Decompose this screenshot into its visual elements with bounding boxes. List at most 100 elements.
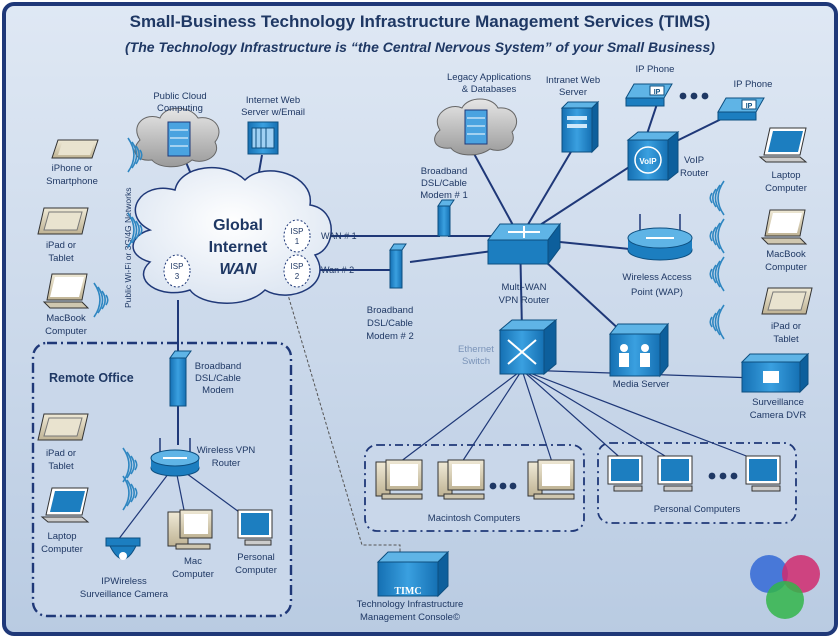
wireless-waves-icon <box>127 137 143 173</box>
legacy-apps-icon <box>434 98 517 156</box>
dvr-icon <box>740 352 810 394</box>
global-internet-cloud: Global Internet WAN ISP 1 ISP 2 ISP 3 <box>132 166 332 304</box>
isp2-num: 2 <box>295 272 300 281</box>
svg-text:IP: IP <box>654 89 661 96</box>
ipad-left-label-2: Tablet <box>48 253 74 264</box>
wireless-waves-icon <box>709 180 725 216</box>
ipad-left-icon <box>37 207 89 235</box>
ipad-left-label-1: iPad or <box>46 240 76 251</box>
modem1-label-3: Modem # 1 <box>420 190 468 201</box>
public-cloud-label-2: Computing <box>157 103 203 114</box>
remote-office-title: Remote Office <box>49 371 134 385</box>
macbook-left-label-1: MacBook <box>46 313 86 324</box>
ip-phone-2-label: IP Phone <box>734 79 773 90</box>
iphone-label-1: iPhone or <box>52 163 93 174</box>
isp3-num: 3 <box>175 272 180 281</box>
public-wifi-label: Public Wi-Fi or 3G/4G Networks <box>123 188 133 308</box>
macbook-right-label-1: MacBook <box>766 249 806 260</box>
svg-text:IP: IP <box>746 103 753 110</box>
remote-pc-label-1: Personal <box>237 552 275 563</box>
ellipsis-phones <box>679 92 709 100</box>
legacy-apps-label-1: Legacy Applications <box>447 72 531 83</box>
remote-laptop-label-1: Laptop <box>47 531 76 542</box>
remote-laptop-icon <box>40 487 90 523</box>
intranet-server-label-2: Server <box>559 87 587 98</box>
macbook-left-icon <box>42 273 90 309</box>
pc-group-label: Personal Computers <box>654 504 741 515</box>
wireless-waves-icon <box>122 475 138 511</box>
voip-router-label-1: VoIP <box>684 155 704 166</box>
dvr-label-1: Surveillance <box>752 397 804 408</box>
page-title: Small-Business Technology Infrastructure… <box>130 12 711 31</box>
remote-mac-label-1: Mac <box>184 556 202 567</box>
laptop-right-icon <box>758 127 808 163</box>
ip-phone-1-icon: IP <box>625 83 673 107</box>
cloud-line3: WAN <box>219 261 257 278</box>
remote-camera-label-2: Surveillance Camera <box>80 589 169 600</box>
wireless-waves-icon <box>709 304 725 340</box>
ipad-right-label-1: iPad or <box>771 321 801 332</box>
isp1-label: ISP <box>291 227 304 236</box>
timc-console-icon: TIMC <box>376 550 450 598</box>
page-subtitle: (The Technology Infrastructure is “the C… <box>125 39 715 55</box>
iphone-icon <box>51 139 99 159</box>
wap-label-2: Point (WAP) <box>631 287 683 298</box>
timc-label-1: Technology Infrastructure <box>357 599 464 610</box>
ip-phone-2-icon: IP <box>717 97 765 121</box>
public-cloud-label-1: Public Cloud <box>153 91 206 102</box>
remote-vpn-router-label-1: Wireless VPN <box>197 445 256 456</box>
modem2-label-3: Modem # 2 <box>366 331 414 342</box>
mac-computers-icons <box>375 459 575 500</box>
laptop-right-label-2: Computer <box>765 183 807 194</box>
remote-office-panel <box>31 341 293 618</box>
timc-label-2: Management Console© <box>360 612 460 623</box>
modem1-label-1: Broadband <box>421 166 467 177</box>
isp2-label: ISP <box>291 262 304 271</box>
remote-pc-label-2: Computer <box>235 565 277 576</box>
voip-router-label-2: Router <box>680 168 709 179</box>
remote-modem-icon <box>169 350 192 407</box>
laptop-right-label-1: Laptop <box>771 170 800 181</box>
ethernet-switch-label-1: Ethernet <box>458 344 494 355</box>
modem2-label-1: Broadband <box>367 305 413 316</box>
remote-vpn-router-label-2: Router <box>212 458 241 469</box>
remote-modem-label-2: DSL/Cable <box>195 373 241 384</box>
remote-ipad-icon <box>37 413 89 441</box>
remote-ipad-label-2: Tablet <box>48 461 74 472</box>
voip-icon-label: VoIP <box>639 157 657 166</box>
remote-pc-icon <box>237 509 273 546</box>
wireless-waves-icon <box>127 212 143 248</box>
cloud-line2: Internet <box>209 239 268 256</box>
macbook-right-icon <box>760 209 808 245</box>
media-server-label: Media Server <box>613 379 670 390</box>
remote-mac-icon <box>167 509 213 550</box>
wap-icon <box>627 214 693 261</box>
intranet-server-label-1: Intranet Web <box>546 75 600 86</box>
remote-laptop-label-2: Computer <box>41 544 83 555</box>
intranet-server-icon <box>560 100 600 154</box>
pc-icons <box>607 455 781 492</box>
modem1-label-2: DSL/Cable <box>421 178 467 189</box>
remote-modem-label-1: Broadband <box>195 361 241 372</box>
cloud-line1: Global <box>213 217 263 234</box>
modem-2-icon <box>389 243 407 289</box>
isp3-label: ISP <box>171 262 184 271</box>
internet-web-server-icon <box>247 121 279 155</box>
remote-camera-label-1: IPWireless <box>101 576 147 587</box>
internet-web-server-label-2: Server w/Email <box>241 107 305 118</box>
ethernet-switch-icon <box>498 318 558 376</box>
ethernet-switch-label-2: Switch <box>462 356 490 367</box>
remote-vpn-router-icon <box>150 438 200 477</box>
public-cloud-icon <box>134 107 220 168</box>
ip-phone-1-label: IP Phone <box>636 64 675 75</box>
remote-mac-label-2: Computer <box>172 569 214 580</box>
remote-modem-label-3: Modem <box>202 385 234 396</box>
ipad-right-label-2: Tablet <box>773 334 799 345</box>
wireless-waves-icon <box>709 256 725 292</box>
wireless-waves-icon <box>93 282 109 318</box>
modem-1-icon <box>437 199 455 237</box>
remote-camera-icon <box>105 537 141 560</box>
timc-icon-label: TIMC <box>394 586 421 597</box>
legacy-apps-label-2: & Databases <box>462 84 517 95</box>
